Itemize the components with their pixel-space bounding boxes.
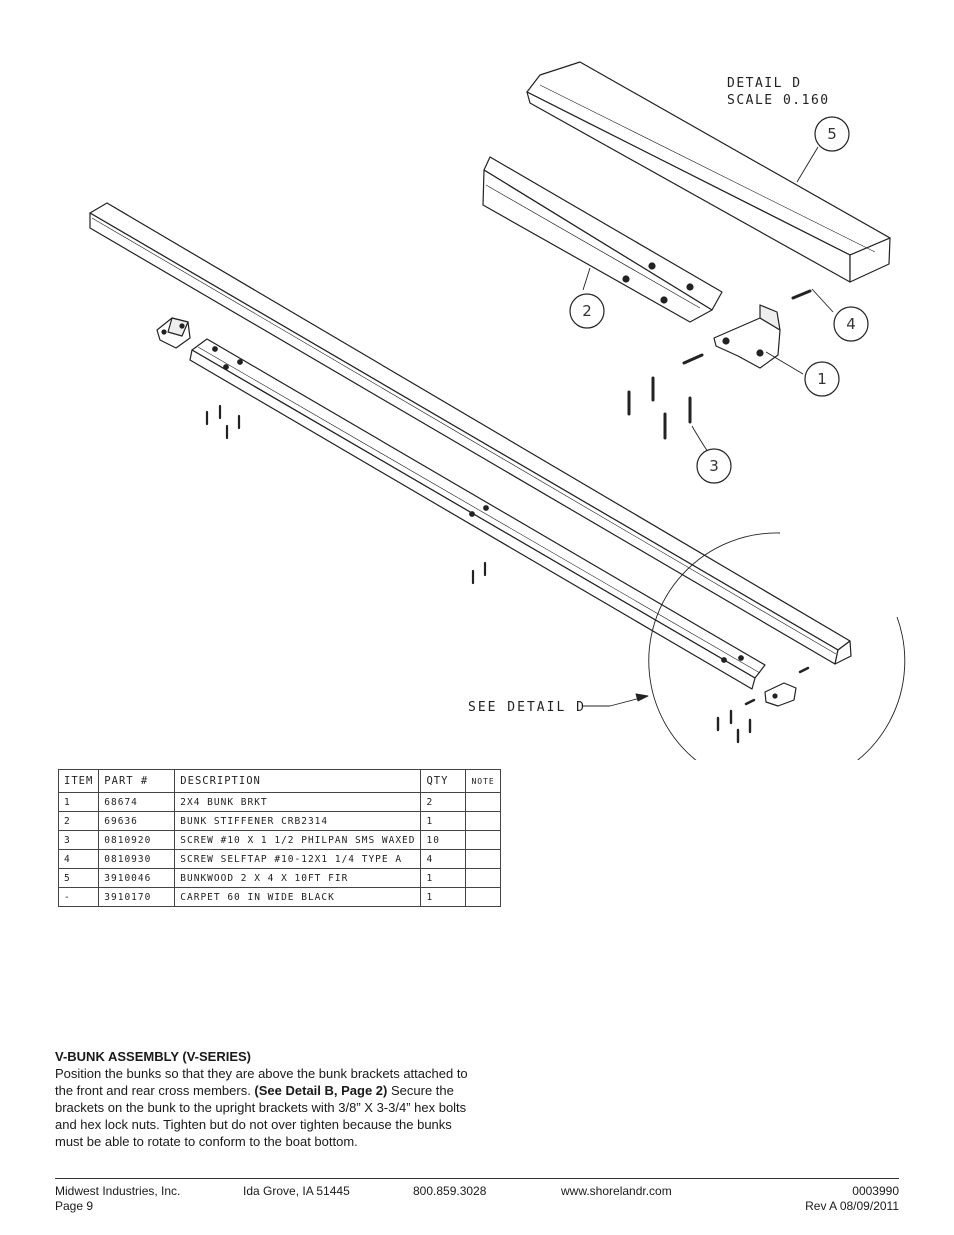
table-row: 5 3910046 BUNKWOOD 2 X 4 X 10FT FIR 1	[57, 868, 501, 888]
assembly-instructions: V-BUNK ASSEMBLY (V-SERIES) Position the …	[55, 1048, 475, 1150]
table-row: 1 68674 2X4 BUNK BRKT 2	[57, 792, 501, 812]
footer-page-number: Page 9	[55, 1199, 94, 1213]
cell-qty: 4	[420, 849, 467, 869]
footer-revision: Rev A 08/09/2011	[805, 1199, 899, 1213]
header-description: DESCRIPTION	[174, 769, 422, 793]
see-detail-arrow	[582, 693, 649, 707]
screws-left-cluster	[205, 404, 241, 440]
cell-description: SCREW #10 X 1 1/2 PHILPAN SMS WAXED	[174, 830, 422, 850]
header-note: NOTE	[465, 769, 501, 793]
footer-phone: 800.859.3028	[413, 1184, 487, 1198]
cell-part-number: 0810930	[98, 849, 176, 869]
instructions-text-2: Secure the brackets on the bunk to the u…	[55, 1083, 467, 1149]
detail-bracket	[713, 304, 781, 369]
detail-title: DETAIL D	[727, 76, 802, 91]
table-row: 3 0810920 SCREW #10 X 1 1/2 PHILPAN SMS …	[57, 830, 501, 850]
detail-circle-screws	[716, 666, 810, 744]
cell-description: CARPET 60 IN WIDE BLACK	[174, 887, 422, 907]
see-detail-label: SEE DETAIL D	[468, 700, 586, 715]
footer-location: Ida Grove, IA 51445	[243, 1184, 350, 1198]
page-footer: Midwest Industries, Inc. Ida Grove, IA 5…	[55, 1178, 899, 1213]
cell-qty: 1	[420, 887, 467, 907]
instructions-text-1: Position the bunks so that they are abov…	[55, 1066, 468, 1098]
balloon-5-label: 5	[827, 125, 837, 143]
cell-note	[465, 868, 501, 888]
footer-company: Midwest Industries, Inc.	[55, 1184, 181, 1198]
screws-middle-pair	[471, 561, 487, 585]
cell-part-number: 69636	[98, 811, 176, 831]
cell-part-number: 3910046	[98, 868, 176, 888]
cell-description: 2X4 BUNK BRKT	[174, 792, 422, 812]
header-qty: QTY	[420, 769, 467, 793]
cell-item: 2	[57, 811, 100, 831]
cell-description: SCREW SELFTAP #10-12X1 1/4 TYPE A	[174, 849, 422, 869]
cell-item: 3	[57, 830, 100, 850]
leader-lines	[582, 146, 834, 453]
detail-screws	[627, 376, 692, 440]
cell-qty: 10	[420, 830, 467, 850]
cell-item: -	[57, 887, 100, 907]
cell-description: BUNKWOOD 2 X 4 X 10FT FIR	[174, 868, 422, 888]
balloon-4-label: 4	[846, 315, 856, 333]
instructions-reference: (See Detail B, Page 2)	[254, 1083, 388, 1098]
header-item: ITEM	[57, 769, 100, 793]
cell-note	[465, 811, 501, 831]
cell-qty: 2	[420, 792, 467, 812]
table-header-row: ITEM PART # DESCRIPTION QTY NOTE	[57, 769, 501, 793]
table-row: 4 0810930 SCREW SELFTAP #10-12X1 1/4 TYP…	[57, 849, 501, 869]
detail-callout-circle	[648, 532, 906, 760]
cell-part-number: 0810920	[98, 830, 176, 850]
cell-item: 1	[57, 792, 100, 812]
cell-part-number: 68674	[98, 792, 176, 812]
instructions-title: V-BUNK ASSEMBLY (V-SERIES)	[55, 1049, 252, 1064]
cell-part-number: 3910170	[98, 887, 176, 907]
item-balloons	[569, 116, 869, 484]
cell-note	[465, 887, 501, 907]
detail-stiffener	[482, 156, 723, 323]
cell-note	[465, 792, 501, 812]
balloon-2-label: 2	[582, 302, 592, 320]
header-part-number: PART #	[98, 769, 176, 793]
bunk-board-long	[89, 202, 852, 665]
cell-item: 5	[57, 868, 100, 888]
instructions-body: Position the bunks so that they are abov…	[55, 1065, 475, 1150]
cell-note	[465, 849, 501, 869]
balloon-1-label: 1	[817, 370, 827, 388]
cell-description: BUNK STIFFENER CRB2314	[174, 811, 422, 831]
detail-bunkwood	[526, 61, 891, 283]
table-row: 2 69636 BUNK STIFFENER CRB2314 1	[57, 811, 501, 831]
bunk-bracket-left	[156, 317, 191, 349]
detail-scale: SCALE 0.160	[727, 93, 830, 108]
parts-list-table: ITEM PART # DESCRIPTION QTY NOTE 1 68674…	[57, 769, 501, 907]
stiffener-channel-long	[189, 338, 766, 690]
cell-item: 4	[57, 849, 100, 869]
cell-qty: 1	[420, 868, 467, 888]
table-row: - 3910170 CARPET 60 IN WIDE BLACK 1	[57, 887, 501, 907]
detail-selftap-screws	[682, 289, 812, 365]
detail-circle-bracket	[764, 682, 797, 707]
cell-note	[465, 830, 501, 850]
exploded-assembly-drawing: DETAIL D SCALE 0.160 SEE DETAIL D 5 2 4 …	[89, 61, 906, 760]
footer-doc-number: 0003990	[852, 1184, 899, 1198]
cell-qty: 1	[420, 811, 467, 831]
footer-website: www.shorelandr.com	[561, 1184, 672, 1198]
balloon-3-label: 3	[709, 457, 719, 475]
